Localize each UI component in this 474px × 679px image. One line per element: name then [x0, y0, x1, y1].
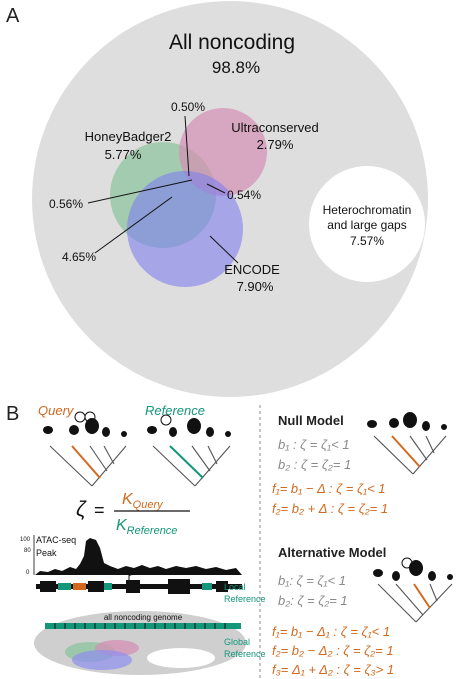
reference-phylogeny — [152, 445, 231, 487]
overlap-uc-encode-pct: 0.54% — [227, 188, 261, 202]
null-b2: b₂ : ζ = ζ₂= 1 — [278, 457, 351, 472]
heterochromatin-label-1: Heterochromatin — [323, 203, 412, 217]
ultraconserved-label: Ultraconserved — [231, 120, 318, 135]
mini-encode — [72, 650, 132, 670]
peak-label: Peak — [36, 548, 57, 558]
overlap-hb-uc-leader — [87, 179, 193, 204]
overlap-hb-encode-pct: 4.65% — [62, 250, 96, 264]
null-f1: f₁= b₁ − Δ : ζ = ζ₁< 1 — [272, 481, 386, 496]
overlap-hb-encode-leader — [94, 196, 173, 254]
honeybadger-pct: 5.77% — [105, 147, 142, 162]
null-model-phylogeny — [373, 435, 447, 475]
alternative-model-title: Alternative Model — [278, 545, 386, 560]
null-b1: b₁ : ζ = ζ₁< 1 — [278, 437, 350, 452]
local-reference-label-2: Reference — [224, 594, 266, 604]
overlap-all-three-pct: 0.50% — [171, 100, 205, 114]
alt-b1: b₁: ζ = ζ₁< 1 — [278, 573, 346, 588]
null-f2: f₂= b₂ + Δ : ζ = ζ₂= 1 — [272, 501, 388, 516]
query-phylogeny — [49, 445, 127, 487]
heterochromatin-circle — [309, 166, 425, 282]
atac-signal — [35, 538, 242, 575]
all-noncoding-pct: 98.8% — [212, 58, 260, 77]
panel-a-label: A — [6, 5, 20, 27]
encode-label: ENCODE — [224, 262, 280, 277]
query-species-silhouettes — [43, 418, 127, 437]
honeybadger-label: HoneyBadger2 — [85, 129, 172, 144]
query-label: Query — [38, 403, 75, 418]
bicycle-icon — [160, 414, 172, 426]
alt-f1: f₁= b₁ − Δ₁ : ζ = ζ₁< 1 — [272, 624, 390, 639]
k-query: KQuery — [122, 491, 164, 511]
global-reference-label-2: Reference — [224, 649, 266, 659]
global-reference-bar — [45, 623, 241, 629]
alternative-model-species-silhouettes — [373, 560, 453, 581]
alt-f3: f₃= Δ₁ + Δ₂ : ζ = ζ₃> 1 — [272, 662, 394, 677]
all-noncoding-title: All noncoding — [169, 31, 295, 54]
local-reference-label-1: Local — [224, 582, 246, 592]
heterochromatin-label-2: and large gaps — [327, 218, 406, 232]
global-reference-label-1: Global — [224, 637, 250, 647]
k-reference: KReference — [116, 517, 177, 537]
zeta-symbol: ζ — [76, 498, 87, 521]
reference-label: Reference — [145, 403, 205, 418]
bicycle-icon — [74, 411, 86, 423]
alt-f2: f₂= b₂ − Δ₂ : ζ = ζ₂= 1 — [272, 643, 394, 658]
equals-sign: = — [94, 500, 105, 520]
y-tick-0: 0 — [26, 570, 30, 576]
panel-b-label: B — [6, 403, 19, 425]
bicycle-icon-wheel — [84, 411, 96, 423]
atac-seq-label: ATAC-seq — [36, 535, 76, 545]
heterochromatin-pct: 7.57% — [350, 234, 384, 248]
ultraconserved-pct: 2.79% — [257, 137, 294, 152]
encode-leader — [209, 235, 239, 264]
overlap-all-three-leader — [184, 115, 190, 177]
reference-species-silhouettes — [147, 418, 231, 437]
y-tick-80: 80 — [24, 548, 31, 554]
y-tick-100: 100 — [20, 537, 31, 543]
alt-b2: b₂: ζ = ζ₂= 1 — [278, 593, 348, 608]
null-model-species-silhouettes — [367, 412, 447, 431]
alternative-model-phylogeny — [377, 583, 453, 623]
mini-heterochromatin — [147, 648, 215, 668]
encode-circle — [127, 171, 243, 287]
overlap-hb-uc-pct: 0.56% — [49, 197, 83, 211]
local-reference-track — [36, 572, 242, 594]
overlap-uc-encode-leader — [206, 183, 226, 194]
bicycle-icon — [401, 557, 413, 569]
encode-pct: 7.90% — [237, 279, 274, 294]
null-model-title: Null Model — [278, 413, 344, 428]
genome-label: all noncoding genome — [104, 613, 183, 622]
